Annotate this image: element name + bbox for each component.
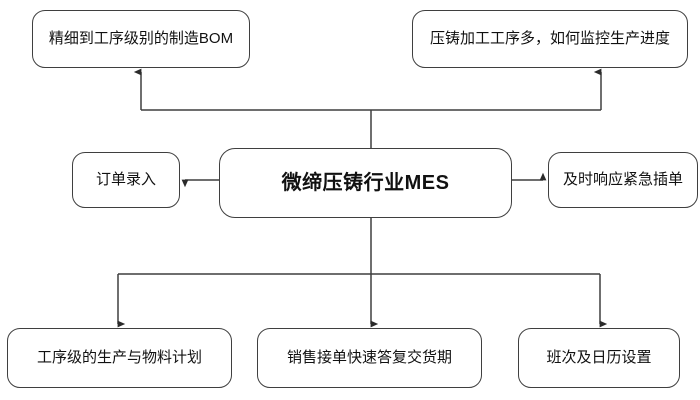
node-order-entry-label: 订单录入 — [95, 171, 156, 189]
node-urgent-order-label: 及时响应紧急插单 — [562, 171, 683, 189]
node-fine-bom[interactable]: 精细到工序级别的制造BOM — [32, 10, 250, 68]
node-shift-calendar-setting-label: 班次及日历设置 — [546, 349, 652, 367]
node-urgent-order[interactable]: 及时响应紧急插单 — [548, 152, 698, 208]
node-process-monitor[interactable]: 压铸加工工序多，如何监控生产进度 — [412, 10, 688, 68]
node-shift-calendar-setting[interactable]: 班次及日历设置 — [518, 328, 680, 388]
node-production-material-plan-label: 工序级的生产与物料计划 — [36, 349, 202, 367]
node-center-mes-label: 微缔压铸行业MES — [281, 171, 450, 194]
node-fine-bom-label: 精细到工序级别的制造BOM — [48, 30, 234, 48]
node-center-mes[interactable]: 微缔压铸行业MES — [219, 148, 512, 218]
node-sales-delivery-reply[interactable]: 销售接单快速答复交货期 — [257, 328, 482, 388]
node-order-entry[interactable]: 订单录入 — [72, 152, 180, 208]
node-sales-delivery-reply-label: 销售接单快速答复交货期 — [286, 349, 452, 367]
node-process-monitor-label: 压铸加工工序多，如何监控生产进度 — [429, 30, 670, 48]
node-production-material-plan[interactable]: 工序级的生产与物料计划 — [7, 328, 232, 388]
